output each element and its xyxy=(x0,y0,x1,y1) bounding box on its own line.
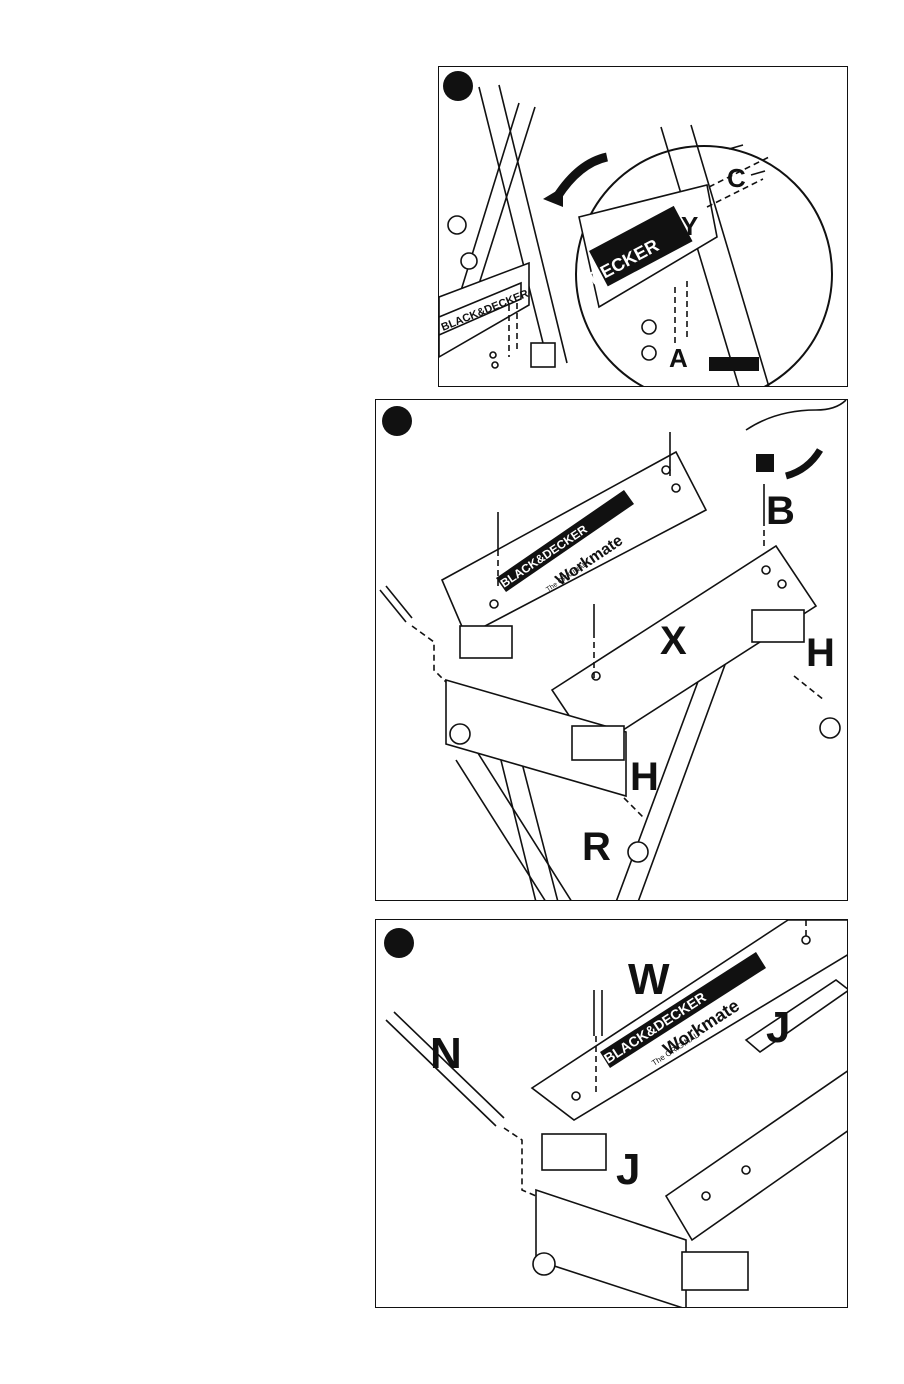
crank-knob xyxy=(820,718,840,738)
nut-a xyxy=(642,320,656,334)
hole xyxy=(742,1166,750,1174)
foot-cap xyxy=(531,343,555,367)
figure-3-drawing: BLACK&DECKER Workmate The ORIGINAL W N J… xyxy=(376,920,848,1308)
hole xyxy=(662,466,670,474)
jaw-pad xyxy=(752,610,804,642)
hole xyxy=(802,936,810,944)
figure-3: BLACK&DECKER Workmate The ORIGINAL W N J… xyxy=(375,919,848,1308)
nut xyxy=(492,362,498,368)
callout-N: N xyxy=(430,1029,462,1078)
hole xyxy=(778,580,786,588)
hand-outline xyxy=(746,400,846,430)
callout-H-right: H xyxy=(806,631,835,675)
jaw-pad xyxy=(682,1252,748,1290)
callout-B: B xyxy=(766,489,795,533)
figure-2: BLACK&DECKER Workmate The ORIGINAL B X H xyxy=(375,399,848,901)
hole xyxy=(572,1092,580,1100)
figure-2-drawing: BLACK&DECKER Workmate The ORIGINAL B X H xyxy=(376,400,848,901)
assembly-guide xyxy=(624,798,644,818)
callout-J-low: J xyxy=(616,1145,640,1194)
arrow-head xyxy=(543,187,563,207)
hole xyxy=(672,484,680,492)
frame-rail xyxy=(536,1190,686,1308)
hole xyxy=(490,600,498,608)
callout-J-top: J xyxy=(766,1003,790,1052)
figure-1: BLACK&DECKER DECKER A C Y xyxy=(438,66,848,387)
callout-H-left: H xyxy=(630,755,659,799)
nut-a xyxy=(642,346,656,360)
assembly-guide xyxy=(794,676,824,700)
assembly-guide xyxy=(412,626,446,682)
callout-Y: Y xyxy=(681,211,698,241)
hole xyxy=(762,566,770,574)
crank-knob xyxy=(533,1253,555,1275)
jaw-pad xyxy=(572,726,624,760)
callout-C: C xyxy=(727,163,746,193)
crank-knob xyxy=(450,724,470,744)
jaw-pad xyxy=(460,626,512,658)
crank-knob xyxy=(628,842,648,862)
foot-cap xyxy=(709,357,759,371)
callout-W: W xyxy=(628,955,670,1004)
bolt xyxy=(594,990,602,1036)
hole xyxy=(702,1192,710,1200)
callout-A: A xyxy=(669,343,688,373)
vise-jaw-front xyxy=(666,1070,848,1240)
knob xyxy=(448,216,466,234)
callout-R: R xyxy=(582,825,611,869)
nut xyxy=(490,352,496,358)
callout-X: X xyxy=(660,619,687,663)
figure-1-drawing: BLACK&DECKER DECKER A C Y xyxy=(439,67,848,387)
screw-rod xyxy=(380,586,412,622)
assembly-guide xyxy=(504,1128,536,1196)
knob-b xyxy=(756,454,774,472)
jaw-pad-j xyxy=(542,1134,606,1170)
rotate-arrow xyxy=(557,157,607,197)
turn-arrow xyxy=(786,450,820,476)
knob xyxy=(461,253,477,269)
